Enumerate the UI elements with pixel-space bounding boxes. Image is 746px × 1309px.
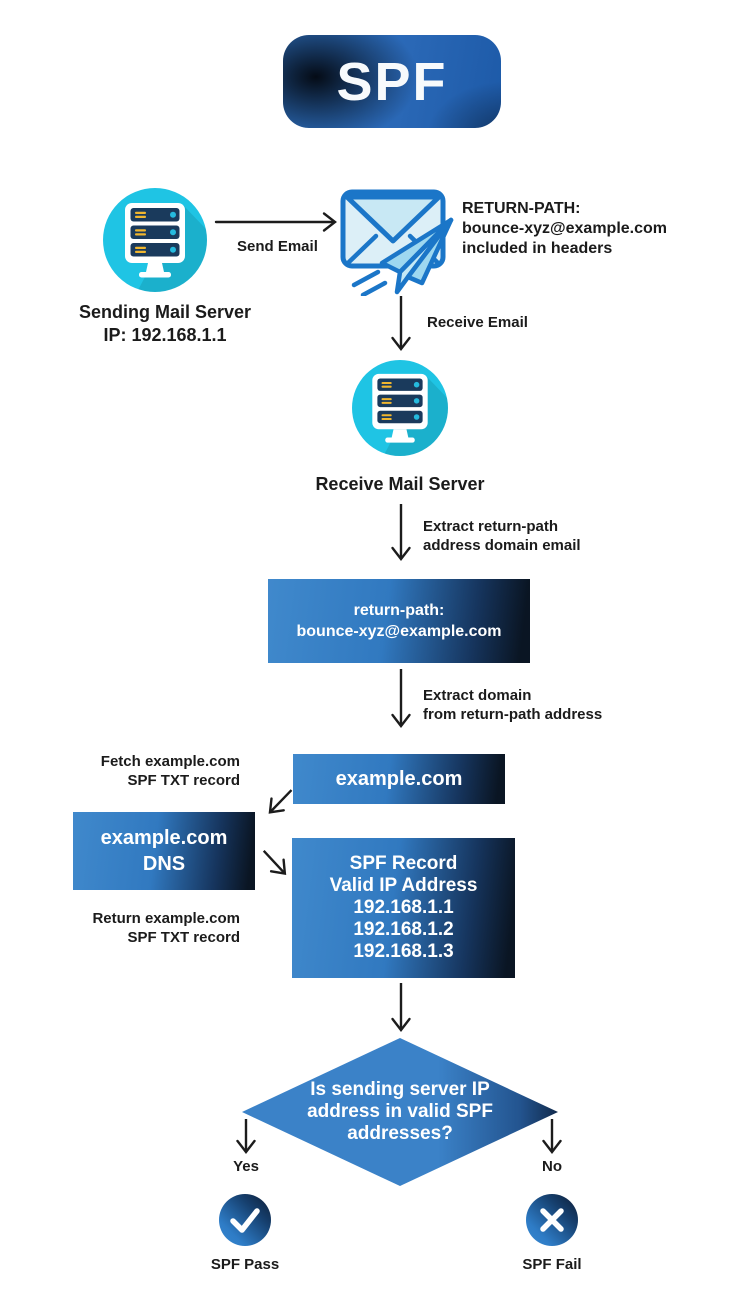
domain-box: example.com (293, 754, 505, 804)
box-line: 192.168.1.1 (353, 897, 454, 918)
no-arrow (542, 1119, 562, 1154)
title-banner: SPF (283, 35, 501, 128)
no-label: No (542, 1158, 562, 1175)
email-send-icon (340, 189, 454, 296)
return-path-box: return-path: bounce-xyz@example.com (268, 579, 530, 663)
caption-line: IP: 192.168.1.1 (103, 325, 227, 345)
decision-line: address in valid SPF (307, 1101, 493, 1122)
send-email-arrow (214, 212, 337, 232)
return-record-label: Return example.com SPF TXT record (90, 909, 240, 947)
yes-label: Yes (233, 1158, 259, 1175)
note-line: Extract domain (423, 687, 532, 704)
decision-line: addresses? (347, 1123, 453, 1144)
x-icon (540, 1208, 564, 1232)
decision-diamond (242, 1038, 558, 1186)
receive-server-caption: Receive Mail Server (315, 474, 485, 494)
caption-line: Sending Mail Server (78, 302, 252, 322)
spf-fail-label: SPF Fail (522, 1256, 582, 1273)
yes-arrow (236, 1119, 256, 1154)
box-line: DNS (142, 853, 186, 875)
return-path-note: RETURN-PATH: bounce-xyz@example.com incl… (462, 199, 667, 259)
extract-return-path-arrow (391, 504, 411, 561)
extract-domain-label: Extract domain from return-path address (423, 686, 602, 724)
decision-line: Is sending server IP (310, 1079, 490, 1100)
fetch-arrow (268, 788, 293, 814)
spf-record-box: SPF Record Valid IP Address 192.168.1.1 … (292, 838, 515, 978)
decision-text: Is sending server IP address in valid SP… (242, 1038, 558, 1186)
note-line: RETURN-PATH: (462, 200, 581, 217)
receive-email-label: Receive Email (427, 314, 528, 331)
spf-pass-label: SPF Pass (210, 1256, 280, 1273)
note-line: bounce-xyz@example.com (462, 220, 667, 237)
to-decision-arrow (391, 983, 411, 1032)
box-line: return-path: (353, 602, 445, 619)
spf-pass-circle (219, 1194, 271, 1246)
extract-return-path-label: Extract return-path address domain email (423, 517, 581, 555)
send-email-label: Send Email (237, 238, 318, 255)
spf-fail-circle (526, 1194, 578, 1246)
sending-server-caption: Sending Mail Server IP: 192.168.1.1 (55, 301, 275, 347)
note-line: Extract return-path (423, 518, 559, 535)
extract-domain-arrow (391, 669, 411, 728)
box-line: bounce-xyz@example.com (296, 623, 502, 640)
note-line: Fetch example.com (100, 753, 240, 770)
check-icon (230, 1208, 260, 1233)
receive-email-arrow (391, 296, 411, 351)
box-line: example.com (335, 767, 463, 790)
receive-mail-server-icon (352, 360, 448, 456)
box-line: SPF Record (349, 853, 458, 874)
note-line: SPF TXT record (127, 772, 240, 789)
sending-mail-server-icon (103, 188, 207, 292)
return-record-arrow (262, 849, 287, 875)
fetch-record-label: Fetch example.com SPF TXT record (90, 752, 240, 790)
note-line: address domain email (423, 537, 581, 554)
note-line: Return example.com (92, 910, 240, 927)
page-title: SPF (336, 51, 448, 112)
box-line: Valid IP Address (329, 875, 478, 896)
note-line: SPF TXT record (127, 929, 240, 946)
box-line: 192.168.1.2 (353, 919, 454, 940)
note-line: included in headers (462, 240, 613, 257)
dns-box: example.com DNS (73, 812, 255, 890)
box-line: example.com (100, 827, 228, 849)
note-line: from return-path address (423, 706, 603, 723)
box-line: 192.168.1.3 (353, 941, 454, 962)
